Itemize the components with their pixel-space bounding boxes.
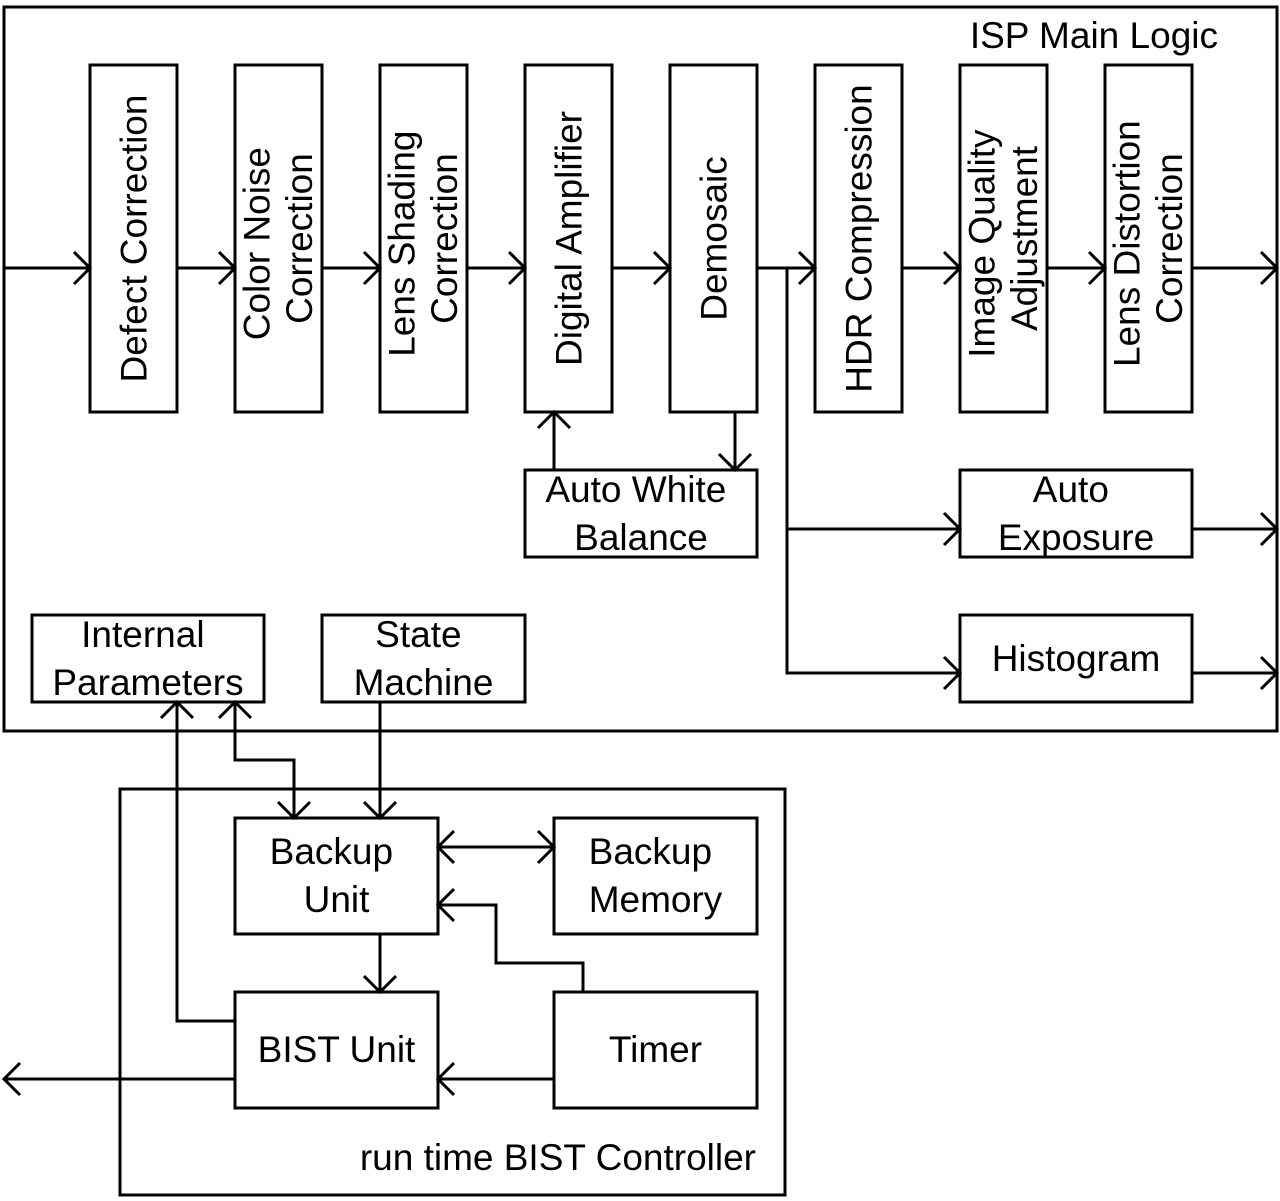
arrow-right-icon bbox=[1087, 250, 1108, 286]
bist-controller-container: run time BIST Controller bbox=[118, 787, 787, 1197]
block-auto-exposure: Auto Exposure bbox=[958, 468, 1194, 559]
wire-branch-to-auto-exposure bbox=[785, 268, 960, 675]
block-demosaic-label: Demosaic bbox=[693, 156, 734, 321]
wire-bist-unit-to-internal-params bbox=[175, 702, 235, 1023]
block-hdr-compression: HDR Compression bbox=[813, 63, 904, 414]
block-auto-white-balance: Auto White Balance bbox=[523, 468, 759, 559]
block-digital-amplifier: Digital Amplifier bbox=[523, 63, 614, 414]
block-bist-unit: BIST Unit bbox=[233, 990, 440, 1110]
arrow-down-icon bbox=[717, 452, 753, 473]
isp-main-logic-container: ISP Main Logic bbox=[2, 5, 1279, 733]
arrow-left-icon bbox=[435, 887, 456, 923]
arrow-left-icon bbox=[1, 1061, 22, 1097]
arrow-right-icon bbox=[942, 250, 963, 286]
isp-main-logic-title: ISP Main Logic bbox=[970, 15, 1218, 56]
arrow-down-icon bbox=[362, 800, 398, 821]
block-auto-exposure-label: Auto Exposure bbox=[998, 469, 1154, 558]
block-timer-label: Timer bbox=[609, 1029, 702, 1070]
arrow-up-icon bbox=[536, 409, 572, 430]
bist-controller-title: run time BIST Controller bbox=[360, 1137, 756, 1178]
connectors bbox=[4, 266, 1277, 1081]
block-backup-unit: Backup Unit bbox=[233, 816, 440, 936]
block-bist-unit-label: BIST Unit bbox=[258, 1029, 416, 1070]
block-image-quality-adjustment: Image Quality Adjustment bbox=[958, 63, 1049, 414]
block-histogram-label: Histogram bbox=[992, 638, 1161, 679]
block-timer: Timer bbox=[552, 990, 759, 1110]
arrow-right-icon bbox=[1259, 250, 1280, 286]
arrow-up-icon bbox=[159, 699, 195, 720]
arrow-right-icon bbox=[217, 250, 238, 286]
block-lens-shading-correction-label: Lens Shading Correction bbox=[381, 120, 465, 357]
arrowheads bbox=[1, 250, 1280, 1097]
arrow-down-icon bbox=[276, 800, 312, 821]
wire-timer-to-backup-unit bbox=[438, 903, 585, 992]
block-backup-unit-label: Backup Unit bbox=[270, 831, 404, 920]
arrow-up-icon bbox=[217, 699, 253, 720]
block-histogram: Histogram bbox=[958, 613, 1194, 704]
block-auto-white-balance-label: Auto White Balance bbox=[545, 469, 736, 558]
block-backup-memory-label: Backup Memory bbox=[589, 831, 723, 920]
block-defect-correction: Defect Correction bbox=[88, 63, 179, 414]
arrow-left-icon bbox=[435, 829, 456, 865]
arrow-right-icon bbox=[942, 655, 963, 691]
block-demosaic: Demosaic bbox=[668, 63, 759, 414]
block-state-machine-label: State Machine bbox=[354, 614, 494, 703]
block-internal-parameters-label: Internal Parameters bbox=[52, 614, 243, 703]
arrow-right-icon bbox=[652, 250, 673, 286]
arrow-left-icon bbox=[435, 1061, 456, 1097]
arrow-right-icon bbox=[536, 829, 557, 865]
arrow-right-icon bbox=[362, 250, 383, 286]
block-color-noise-correction-label: Color Noise Correction bbox=[236, 137, 320, 341]
block-lens-distortion-correction: Lens Distortion Correction bbox=[1103, 63, 1194, 414]
block-lens-shading-correction: Lens Shading Correction bbox=[378, 63, 469, 414]
arrow-right-icon bbox=[72, 250, 93, 286]
block-image-quality-adjustment-label: Image Quality Adjustment bbox=[961, 119, 1045, 358]
arrow-right-icon bbox=[942, 511, 963, 547]
arrow-down-icon bbox=[362, 974, 398, 995]
arrow-right-icon bbox=[797, 250, 818, 286]
block-digital-amplifier-label: Digital Amplifier bbox=[548, 111, 589, 366]
block-backup-memory: Backup Memory bbox=[552, 816, 759, 936]
arrow-right-icon bbox=[507, 250, 528, 286]
block-state-machine: State Machine bbox=[320, 613, 527, 704]
block-internal-parameters: Internal Parameters bbox=[30, 613, 266, 704]
block-defect-correction-label: Defect Correction bbox=[113, 95, 154, 383]
block-hdr-compression-label: HDR Compression bbox=[838, 84, 879, 392]
block-color-noise-correction: Color Noise Correction bbox=[233, 63, 324, 414]
arrow-right-icon bbox=[1259, 511, 1280, 547]
block-lens-distortion-correction-label: Lens Distortion Correction bbox=[1106, 110, 1190, 367]
arrow-right-icon bbox=[1259, 655, 1280, 691]
wire-internal-params-backup-unit bbox=[233, 702, 296, 818]
